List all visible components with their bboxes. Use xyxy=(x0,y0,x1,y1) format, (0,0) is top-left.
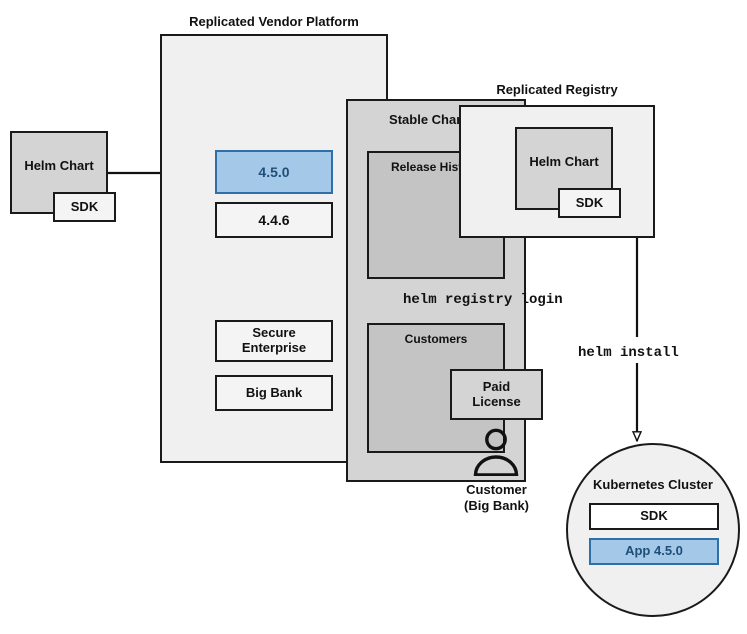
helm-chart-source-sdk-box: SDK xyxy=(53,192,116,222)
command-helm-registry-login: helm registry login xyxy=(403,292,563,308)
customer-person-label: Customer (Big Bank) xyxy=(464,482,529,514)
command-helm-install: helm install xyxy=(578,345,679,361)
kubernetes-cluster-title: Kubernetes Cluster xyxy=(593,477,713,492)
customer-secure-enterprise[interactable]: Secure Enterprise xyxy=(215,320,333,362)
paid-license-label: Paid License xyxy=(472,378,521,409)
release-history-title: Release History xyxy=(390,160,482,174)
release-version-4-5-0[interactable]: 4.5.0 xyxy=(215,150,333,194)
helm-chart-source-label: Helm Chart xyxy=(24,158,94,173)
registry-helm-chart-label: Helm Chart xyxy=(529,154,599,169)
release-version-label: 4.4.6 xyxy=(258,211,290,228)
helm-chart-source-sdk-label: SDK xyxy=(70,198,99,214)
person-icon xyxy=(473,428,519,476)
cluster-component-sdk: SDK xyxy=(589,503,719,530)
customer-big-bank[interactable]: Big Bank xyxy=(215,375,333,411)
customer-name-label: Secure Enterprise xyxy=(241,325,307,355)
registry-helm-chart-sdk-label: SDK xyxy=(575,194,604,210)
paid-license-box: Paid License xyxy=(450,369,543,420)
cluster-component-label: SDK xyxy=(640,508,668,524)
kubernetes-cluster-container: Kubernetes Cluster xyxy=(566,443,740,617)
customers-title: Customers xyxy=(404,332,468,346)
release-version-label: 4.5.0 xyxy=(258,163,290,180)
cluster-component-app: App 4.5.0 xyxy=(589,538,719,565)
vendor-platform-title: Replicated Vendor Platform xyxy=(189,14,359,29)
customer-name-label: Big Bank xyxy=(245,384,303,400)
cluster-component-label: App 4.5.0 xyxy=(625,543,683,559)
replicated-registry-title: Replicated Registry xyxy=(496,82,618,97)
release-version-4-4-6[interactable]: 4.4.6 xyxy=(215,202,333,238)
registry-helm-chart-sdk-box: SDK xyxy=(558,188,621,218)
vendor-platform-container: Stable Channel Release History Customers xyxy=(160,34,526,482)
